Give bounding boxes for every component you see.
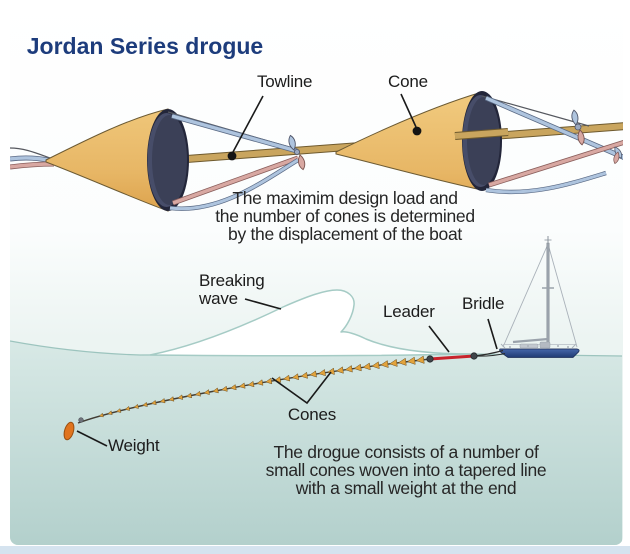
drogue-cone-right xyxy=(335,91,509,191)
breaking-wave-label: Breaking wave xyxy=(199,271,265,308)
sailboat xyxy=(499,236,580,358)
drogue-cone-marker xyxy=(221,385,228,392)
drogue-cone-marker xyxy=(124,405,131,411)
drogue-cone-marker xyxy=(177,394,184,400)
drogue-cone-marker xyxy=(415,355,425,364)
drogue-cone-marker xyxy=(335,366,344,374)
drogue-cone-marker xyxy=(309,370,317,378)
drogue-line-assembly xyxy=(63,349,506,441)
drogue-cone-marker xyxy=(380,360,389,368)
towline-label: Towline xyxy=(257,72,313,91)
sea xyxy=(10,340,623,545)
drogue-cone-marker xyxy=(185,392,193,399)
drogue-cone-marker xyxy=(142,401,148,407)
drogue-cone-marker xyxy=(398,357,407,366)
drogue-cone-marker xyxy=(300,371,308,379)
drogue-cone-marker xyxy=(282,374,291,382)
footer-strip xyxy=(0,546,630,554)
cones-label: Cones xyxy=(287,405,337,424)
drogue-cone-marker xyxy=(98,412,104,418)
leader-pointer-line xyxy=(428,325,450,353)
mast xyxy=(546,242,550,350)
breaking-wave-shape xyxy=(149,289,471,357)
drogue-cone-marker xyxy=(115,408,122,413)
backstay xyxy=(547,243,578,348)
weight-shape xyxy=(63,421,75,441)
drogue-cone-marker xyxy=(344,365,353,373)
drogue-cone-marker xyxy=(389,358,398,367)
drogue-cones-markers xyxy=(98,355,425,418)
cones-pointer-lines xyxy=(271,371,332,405)
page-title: Jordan Series drogue xyxy=(26,33,264,59)
cone-pointer-line xyxy=(400,93,417,128)
drogue-cone-marker xyxy=(406,356,416,365)
rope-splice-right xyxy=(571,109,623,165)
drogue-cone-marker xyxy=(371,361,380,370)
leader-label: Leader xyxy=(383,302,435,321)
rope-splice-middle xyxy=(288,134,306,171)
leader-line xyxy=(429,354,475,361)
drogue-cone-marker xyxy=(150,399,157,406)
drogue-cone-marker xyxy=(168,396,175,402)
weight-pointer-line xyxy=(76,430,108,447)
drogue-cone-marker xyxy=(194,390,201,397)
drogue-cone-marker xyxy=(133,403,139,409)
drogue-description-caption: The drogue consists of a number of small… xyxy=(265,442,547,498)
drogue-cone-marker xyxy=(362,362,371,371)
drogue-cone-left xyxy=(45,108,189,212)
weight-label: Weight xyxy=(108,436,160,455)
drogue-cone-marker xyxy=(353,363,362,372)
drogue-cone-marker xyxy=(327,367,335,375)
drogue-cone-marker xyxy=(265,377,273,385)
bridle-label: Bridle xyxy=(462,294,505,313)
drogue-cone-marker xyxy=(238,382,246,389)
drogue-cone-marker xyxy=(256,379,264,386)
boom xyxy=(512,337,549,344)
pointer-lines xyxy=(76,93,498,447)
drogue-cone-marker xyxy=(247,380,255,388)
drogue-cone-marker xyxy=(203,389,210,395)
towline-pointer-line xyxy=(232,95,264,153)
cone-label: Cone xyxy=(388,72,428,91)
drogue-cone-marker xyxy=(229,384,237,391)
forestay xyxy=(502,243,549,348)
cone-pointer-dot xyxy=(412,126,422,136)
breaking-wave-pointer-line xyxy=(244,298,282,310)
boat-hull xyxy=(499,348,580,358)
design-load-caption: The maximim design load and the number o… xyxy=(215,188,475,244)
bridle-pointer-line xyxy=(487,318,498,350)
drogue-cone-marker xyxy=(291,373,300,381)
cone-detail-illustration xyxy=(10,91,623,212)
drogue-cone-marker xyxy=(212,387,219,394)
drogue-cone-marker xyxy=(318,369,326,377)
towline-pointer-dot xyxy=(227,151,237,161)
drogue-cone-marker xyxy=(107,410,113,416)
drogue-cone-marker xyxy=(159,398,166,404)
